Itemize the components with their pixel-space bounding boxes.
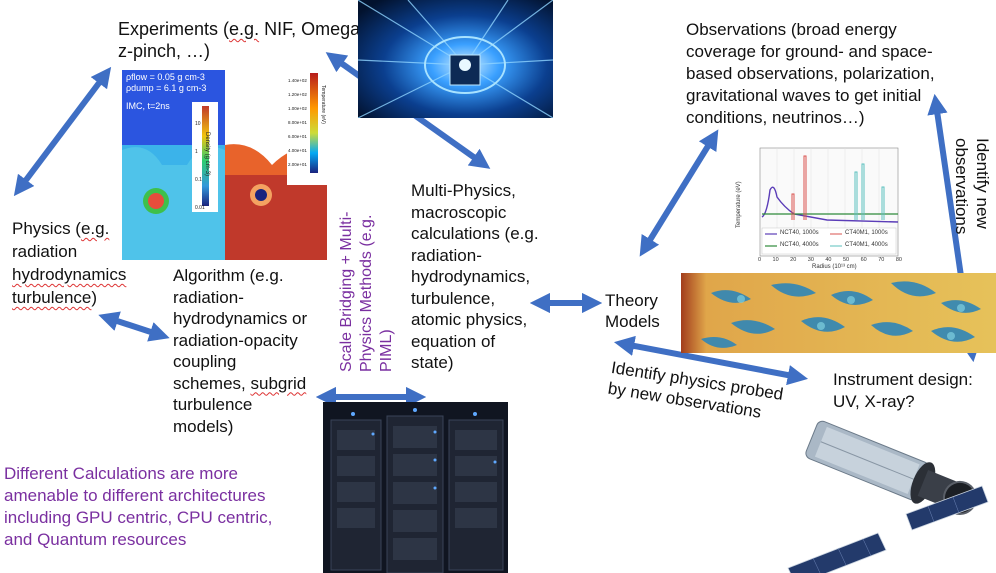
turbulence-field-image xyxy=(681,273,996,353)
arrow-theory-instrument xyxy=(613,335,809,386)
temperature-radius-plot: NCT40, 1000s NCT40, 4000s CT40M1, 1000s … xyxy=(732,142,902,272)
experiments-label: Experiments (e.g. NIF, Omega,z-pinch, …) xyxy=(118,19,366,61)
legend-entry-1: NCT40, 1000s xyxy=(780,230,819,236)
legend-entry-4: CT40M1, 4000s xyxy=(845,242,888,248)
arrow-physics-experiments xyxy=(13,66,112,197)
supercomputer-image xyxy=(323,402,508,573)
architectures-note: Different Calculations are more amenable… xyxy=(4,464,273,549)
temperature-axis-label: Temperature (eV) xyxy=(320,85,326,124)
observations-label: Observations (broad energy coverage for … xyxy=(686,20,935,127)
arrow-theory-observations xyxy=(639,129,719,257)
instrument-design-label: Instrument design: UV, X-ray? xyxy=(833,370,973,411)
theory-models-label: Theory Models xyxy=(605,291,660,331)
identify-new-observations-label: Identify new observations xyxy=(952,138,992,235)
density-ticks: 10 1 0.1 0.01 xyxy=(195,121,205,211)
sim-rho-flow: ρflow = 0.05 g cm-3 xyxy=(126,72,205,82)
multiphysics-label: Multi-Physics, macroscopic calculations … xyxy=(411,181,539,372)
legend-entry-2: NCT40, 4000s xyxy=(780,242,819,248)
plot-y-label: Temperature (eV) xyxy=(736,181,742,228)
plot-x-label: Radius (10¹³ cm) xyxy=(812,264,857,270)
simulation-panel: ρflow = 0.05 g cm-3 ρdump = 6.1 g cm-3 I… xyxy=(122,70,327,260)
nif-chamber-image xyxy=(358,0,553,118)
satellite-image xyxy=(768,418,996,573)
algorithm-label: Algorithm (e.g. radiation- hydrodynamics… xyxy=(173,266,308,436)
density-axis-label: Density (g cm-3) xyxy=(204,132,210,177)
sim-rho-dump: ρdump = 6.1 g cm-3 xyxy=(126,83,207,93)
legend-entry-3: CT40M1, 1000s xyxy=(845,230,888,236)
sim-time: IMC, t=2ns xyxy=(126,101,170,111)
scale-bridging-label: Scale Bridging + Multi- Physics Methods … xyxy=(338,211,395,372)
temperature-ticks: 1.40e+02 1.20e+02 1.00e+02 8.00e+01 6.00… xyxy=(288,78,307,167)
arrow-physics-algorithm xyxy=(98,311,170,342)
